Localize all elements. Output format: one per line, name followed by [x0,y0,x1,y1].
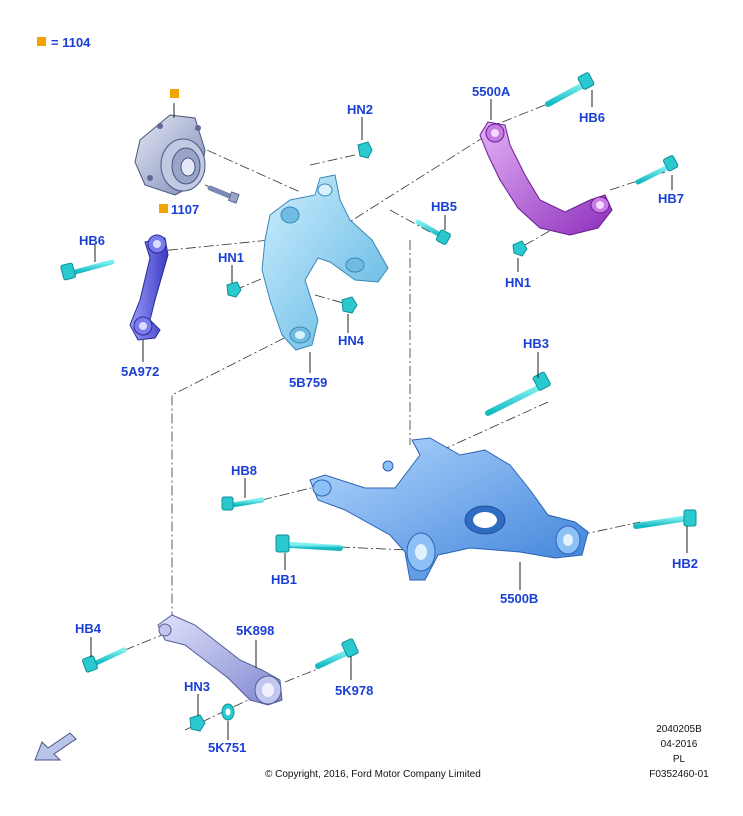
lower-arm-5500b [309,437,589,581]
bolt-hb4 [82,647,127,673]
toe-link-5k898 [157,614,283,706]
centerline-hb5 [389,209,431,233]
legend-text: = 1104 [51,35,91,50]
label-hn1-left: HN1 [218,250,245,265]
label-5b759: 5B759 [289,375,328,390]
bolt-hb5 [415,219,451,245]
label-5k898: 5K898 [236,623,275,638]
washer-5k751 [221,703,235,721]
nut-hn2 [357,141,373,159]
wheel-hub-bearing [134,114,206,196]
centerline-hn1-right [524,224,561,246]
nut-hn1-right [512,240,528,257]
bolt-hb6-left [60,259,115,281]
label-hn3: HN3 [184,679,211,694]
assembly-center-lines [124,104,666,731]
centerline-hb7 [609,171,666,191]
bolt-hb2 [633,509,697,529]
label-5k978: 5K978 [335,683,374,698]
centerline-hn4 [314,294,351,306]
label-hb6-left: HB6 [79,233,106,248]
drawing-date: 04-2016 [660,739,698,750]
label-1107: 1107 [171,202,200,217]
label-hb3: HB3 [523,336,550,351]
label-hb8: HB8 [231,463,258,478]
bolt-hb7 [635,155,679,185]
centerline-hb6-top [494,104,546,126]
legend-marker [37,37,46,46]
centerline-hn2 [309,154,356,166]
centerline-5k898 [171,329,301,615]
centerline-hb1 [339,546,409,551]
label-hb4: HB4 [75,621,102,636]
copyright-text: © Copyright, 2016, Ford Motor Company Li… [265,769,481,780]
leader-lines [90,90,688,740]
label-hn4: HN4 [338,333,365,348]
label-5k751: 5K751 [208,740,247,755]
bolt-hb6-top [545,72,595,107]
bolt-hb1 [275,534,343,553]
drawing-language: PL [672,754,686,765]
hub-1104-marker [170,89,179,98]
bolt-hb8 [221,496,265,511]
centerline-hb4 [124,634,163,651]
direction-arrow-icon [34,732,77,761]
bolt-hb3 [485,371,551,416]
centerline-hn3 [184,699,249,731]
drawing-number: F0352460-01 [649,769,709,780]
nut-hn4 [341,296,358,314]
knuckle-5b759 [261,174,389,351]
label-hn2: HN2 [347,102,374,117]
label-hb6-top: HB6 [579,110,606,125]
drawing-code: 2040205B [656,724,702,735]
label-hb1: HB1 [271,572,298,587]
centerline-hb8 [261,486,316,501]
label-hb7: HB7 [658,191,685,206]
upper-arm-5500a [479,121,613,236]
nut-hn3 [189,714,206,732]
centerline-5k978 [284,667,321,683]
bolt-5k978 [315,638,359,669]
label-5500b: 5500B [500,591,539,606]
label-5a972: 5A972 [121,364,160,379]
centerline-hb2 [579,521,641,536]
bolt-1107-marker [159,204,168,213]
label-hb2: HB2 [672,556,699,571]
bolt-1107 [207,185,240,204]
label-5500a: 5500A [472,84,511,99]
label-hn1-right: HN1 [505,275,532,290]
centerline-5500a [339,129,496,229]
link-5a972 [129,234,169,341]
label-hb5: HB5 [431,199,458,214]
nut-hn1-left [226,281,242,298]
